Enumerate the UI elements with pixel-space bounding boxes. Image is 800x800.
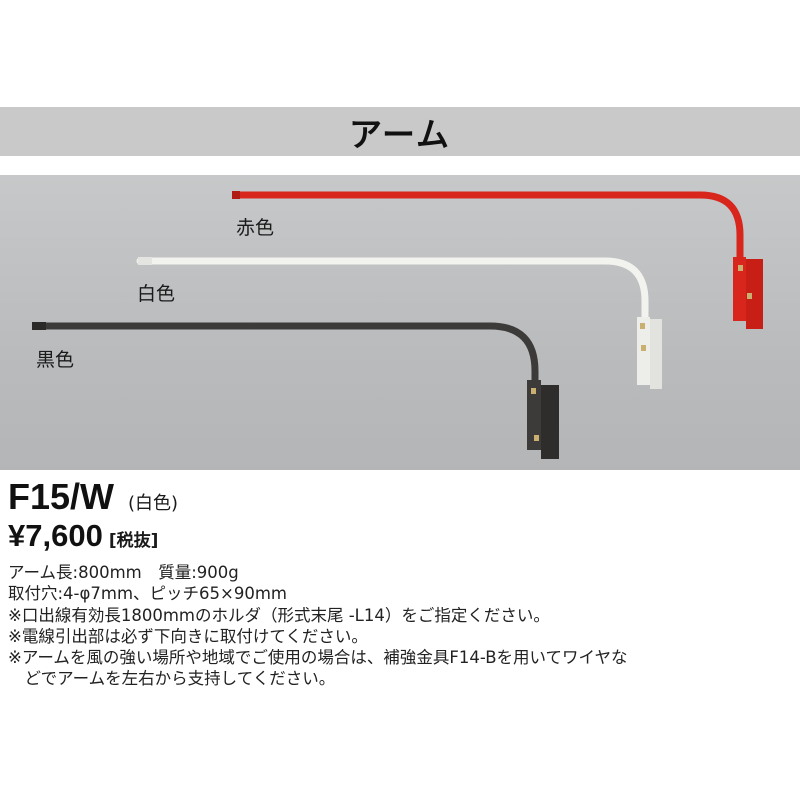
label-black: 黒色 [36,349,75,371]
note-reinforcement: ※アームを風の強い場所や地域でご使用の場合は、補強金具F14-Bを用いてワイヤな [8,648,628,668]
spec-mounting-holes: 取付穴:4-φ7mm、ピッチ65×90mm [8,584,288,604]
spec-arm-length-weight: アーム長:800mm 質量:900g [8,563,239,582]
tax-note: [税抜] [108,531,159,551]
model-number: F15/W [8,476,115,517]
arm-illustration [32,191,763,459]
black-arm [32,322,559,459]
model-line: F15/W (白色) [8,476,178,518]
price-line: ¥7,600 [税抜] [8,518,158,554]
note-reinforcement-cont: どでアームを左右から支持してください。 [8,669,336,689]
price: ¥7,600 [8,518,103,553]
model-variant: (白色) [128,493,179,514]
spec-block: アーム長:800mm 質量:900g 取付穴:4-φ7mm、ピッチ65×90mm… [8,562,794,690]
section-header-band: アーム [0,107,800,156]
note-holder-length: ※口出線有効長1800mmのホルダ（形式末尾 -L14）をご指定ください。 [8,605,550,625]
white-arm [136,257,662,389]
label-white: 白色 [137,283,176,305]
red-arm [232,191,763,329]
label-red: 赤色 [236,217,275,239]
note-wire-direction: ※電線引出部は必ず下向きに取付けてください。 [8,626,368,646]
product-photo: 赤色 白色 黒色 [0,175,800,470]
section-title: アーム [348,114,452,154]
